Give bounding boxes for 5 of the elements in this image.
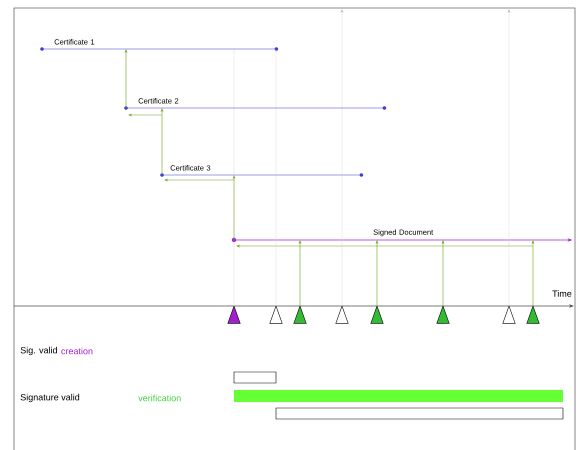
- row-label: verification: [138, 394, 181, 402]
- row-label: creation: [61, 348, 92, 354]
- row-label: Signature valid: [20, 394, 80, 402]
- row-label: Sig. valid: [20, 346, 57, 356]
- axis-label: Time: [552, 290, 572, 297]
